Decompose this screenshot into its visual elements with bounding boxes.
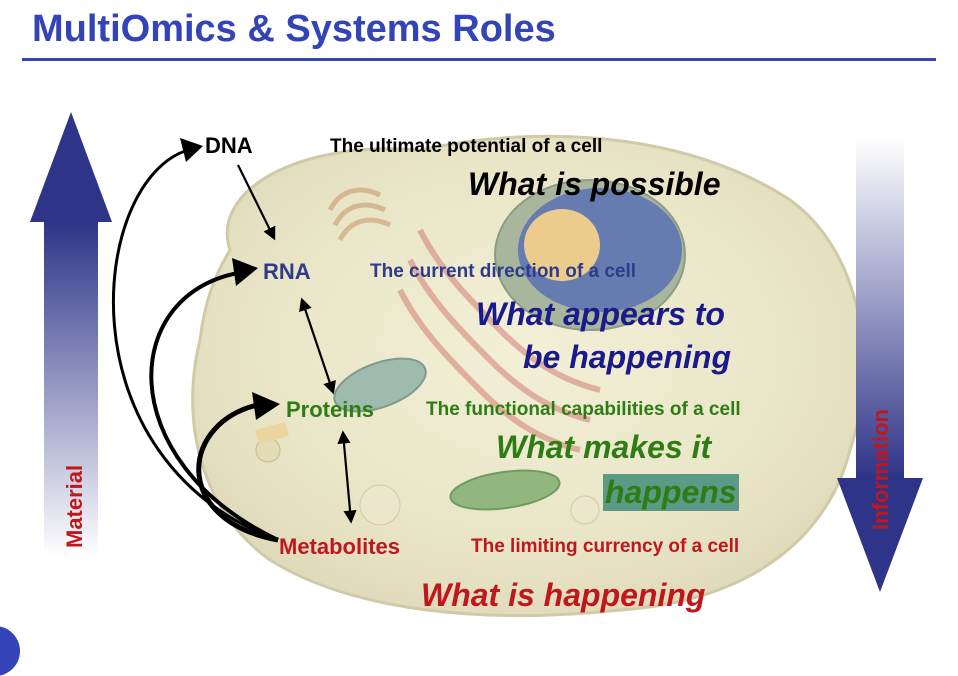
rna-description: The current direction of a cell [370, 261, 637, 282]
proteins-description: The functional capabilities of a cell [426, 399, 741, 420]
metabolites-label: Metabolites [279, 534, 401, 559]
page-title: MultiOmics & Systems Roles [32, 8, 556, 50]
information-axis-label: Information [868, 409, 893, 530]
metabolites-description: The limiting currency of a cell [471, 536, 740, 557]
proteins-label: Proteins [286, 397, 375, 422]
dna-meaning: What is possible [468, 166, 721, 202]
information-arrow [837, 138, 923, 592]
proteins-meaning-line1: What makes it [496, 429, 712, 465]
rna-meaning-line2: be happening [523, 339, 731, 375]
material-arrow [30, 112, 112, 556]
rna-meaning-line1: What appears to [476, 296, 725, 332]
cell-illustration [191, 134, 865, 618]
title-underline [22, 58, 936, 61]
proteins-meaning-line2: happens [603, 474, 739, 511]
rna-label: RNA [263, 259, 311, 284]
material-axis-label: Material [62, 464, 87, 548]
dna-label: DNA [205, 133, 253, 158]
cell-diagram [30, 112, 923, 618]
dna-description: The ultimate potential of a cell [330, 136, 603, 157]
metabolites-meaning: What is happening [421, 577, 706, 613]
